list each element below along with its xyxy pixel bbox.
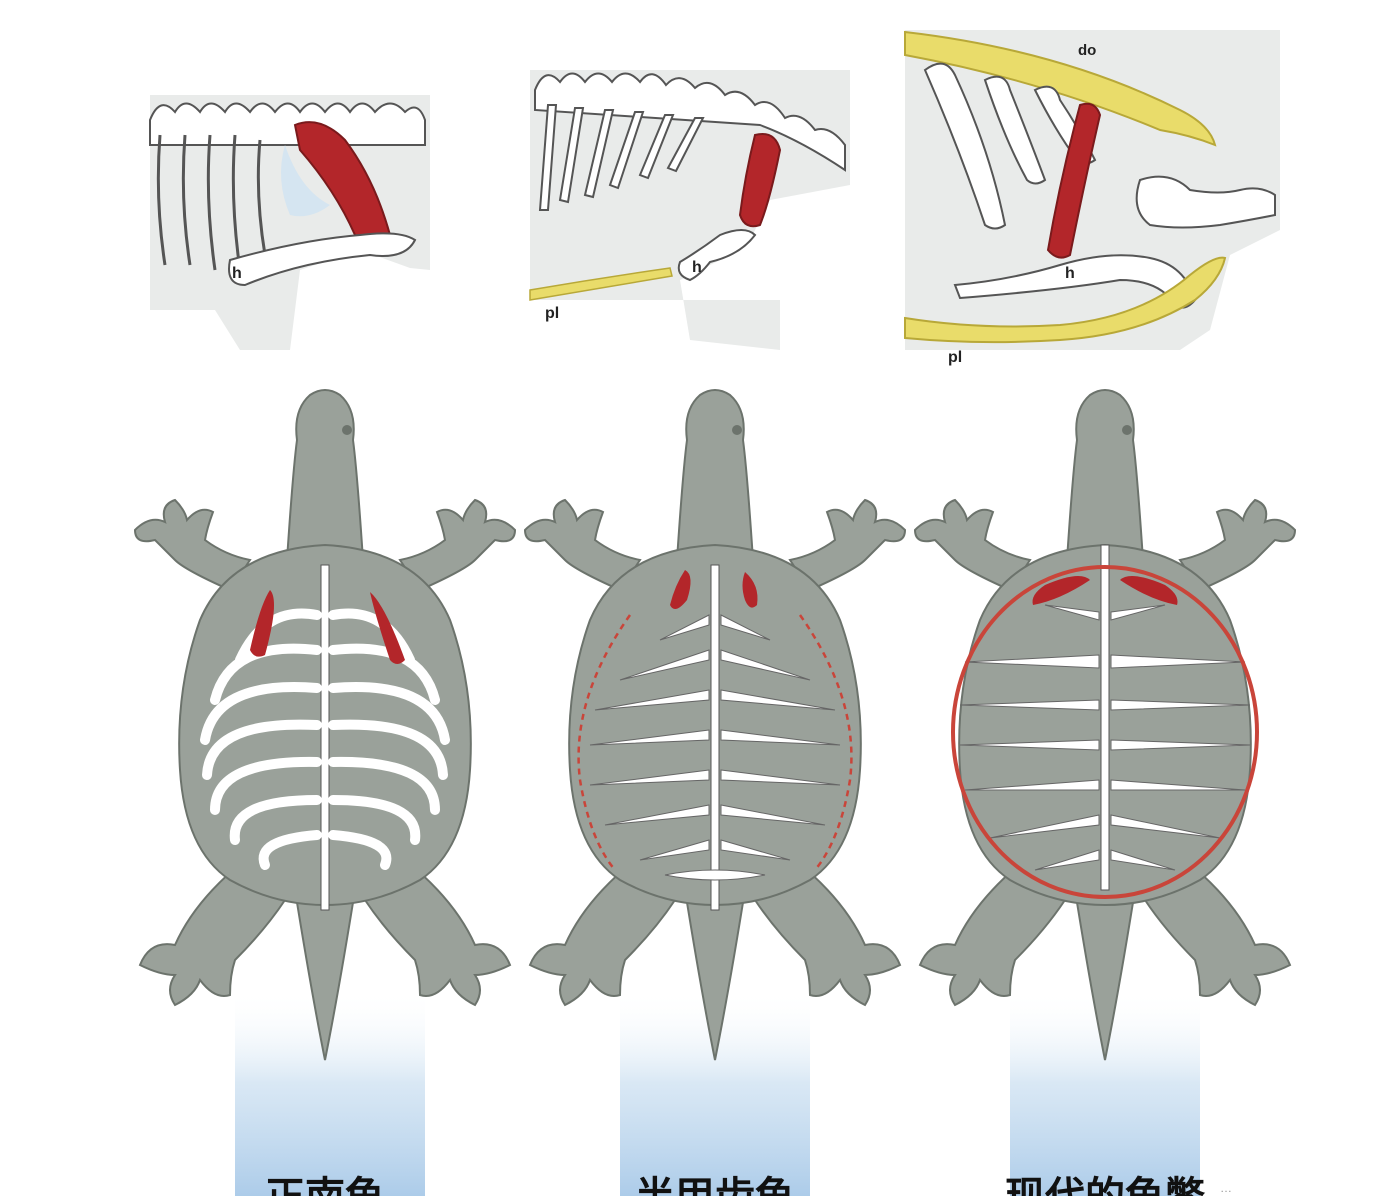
neck-vertebrae-3 xyxy=(1135,175,1276,229)
scapula-1 xyxy=(281,145,330,217)
caption-3: 现代的龟鳖 xyxy=(1005,1174,1206,1196)
caption-2: 半甲齿龟 xyxy=(635,1174,795,1196)
humerus-1 xyxy=(228,232,417,287)
carapace-ring-3 xyxy=(951,565,1259,899)
plastron-2 xyxy=(529,267,673,301)
plastron-3 xyxy=(904,256,1227,344)
label-do-3: do xyxy=(1078,42,1096,59)
label-pl-2: pl xyxy=(545,305,559,322)
shell-outline-left-2 xyxy=(577,614,632,871)
scapula-muscle-1-right xyxy=(370,592,405,664)
shoulder-muscle-2 xyxy=(738,133,782,228)
ribs-2 xyxy=(538,104,705,211)
vertebrae-2 xyxy=(534,72,846,172)
scapula-muscle-2-right xyxy=(742,572,758,608)
label-h-3: h xyxy=(1065,265,1075,282)
label-pl-3: pl xyxy=(948,349,962,366)
panel-3-side-view: do pl h xyxy=(904,30,1280,366)
turtle-1-odontochelys xyxy=(134,389,516,1061)
scapula-muscle-2-left xyxy=(670,570,691,609)
turtle-2-proganochelys xyxy=(524,389,906,1061)
humerus-2 xyxy=(677,229,757,282)
scapula-muscle-1-left xyxy=(250,590,274,657)
watermark: … xyxy=(1220,1181,1232,1195)
label-h-2: h xyxy=(692,259,702,276)
scapula-muscle-3-right xyxy=(1120,576,1178,605)
label-h-1: h xyxy=(232,265,242,282)
vertebrae-1 xyxy=(149,102,426,146)
ribs-flat-2 xyxy=(589,614,841,881)
panel-2-side-view: pl h xyxy=(529,70,850,350)
scapula-muscle-3-left xyxy=(1032,576,1090,605)
ribs-fused-3 xyxy=(959,604,1251,871)
carapace-3 xyxy=(904,30,1217,147)
ribs-1 xyxy=(156,134,267,271)
turtle-3-modern xyxy=(914,389,1296,1061)
shoulder-muscle-3 xyxy=(1046,102,1102,259)
ribs-curved-1 xyxy=(200,608,450,870)
panel-1-side-view: h xyxy=(149,95,430,350)
caption-1: 正南龟 xyxy=(265,1174,385,1196)
shell-outline-right-2 xyxy=(798,614,853,871)
